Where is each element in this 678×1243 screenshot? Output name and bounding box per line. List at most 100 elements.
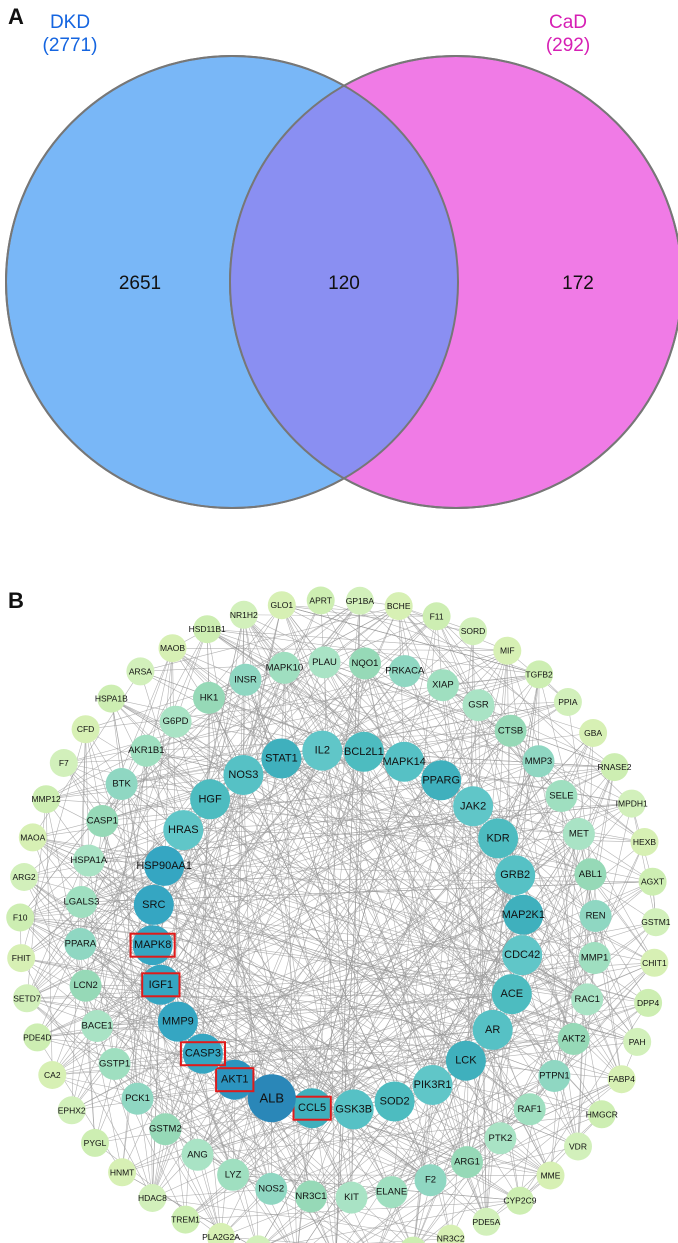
node-circle-hras: [163, 810, 204, 851]
network-edge: [111, 698, 655, 964]
node-lck: LCK: [445, 1040, 486, 1081]
node-pla2g2a: PLA2G2A: [202, 1222, 240, 1243]
node-circle-stat1: [261, 738, 302, 779]
node-ppia: PPIA: [553, 688, 582, 716]
node-circle-hmgcr: [587, 1100, 616, 1129]
node-maob: MAOB: [158, 634, 187, 663]
network-edge: [284, 605, 399, 669]
node-label-nr1h2: NR1H2: [230, 610, 258, 620]
node-circle-ren: [579, 900, 612, 932]
node-circle-ppia: [553, 688, 582, 716]
node-circle-tap1: [245, 1235, 271, 1243]
node-label-arg2: ARG2: [13, 872, 36, 882]
node-circle-gstm1: [641, 908, 670, 937]
node-label-rnase2: RNASE2: [597, 762, 631, 772]
node-btk: BTK: [105, 768, 138, 800]
node-circle-mmp8: [401, 1236, 426, 1243]
node-circle-bace1: [81, 1010, 114, 1042]
node-grb2: GRB2: [495, 855, 536, 896]
node-ace: ACE: [491, 974, 532, 1015]
node-circle-sod2: [374, 1081, 415, 1122]
network-edge: [165, 1129, 222, 1238]
node-f11: F11: [422, 602, 451, 631]
node-label-ptpn1: PTPN1: [539, 1071, 570, 1082]
node-label-casp1: CASP1: [87, 816, 118, 827]
node-label-g6pd: G6PD: [163, 716, 189, 727]
node-circle-lck: [445, 1040, 486, 1081]
node-circle-ca2: [38, 1061, 67, 1089]
node-gstm1: GSTM1: [641, 908, 671, 937]
node-label-nr3c2: NR3C2: [437, 1234, 465, 1243]
node-mapk14: MAPK14: [382, 741, 426, 782]
node-label-cfd: CFD: [77, 724, 94, 734]
node-label-mif: MIF: [500, 646, 515, 656]
node-tap1: TAP1: [245, 1235, 271, 1243]
node-gstm2: GSTM2: [149, 1113, 182, 1146]
node-jak2: JAK2: [453, 786, 494, 827]
node-circle-ace: [491, 974, 532, 1015]
node-label-f2: F2: [425, 1175, 436, 1186]
network-edge: [146, 650, 508, 751]
node-circle-aprt: [306, 586, 335, 615]
node-circle-hexb: [630, 828, 659, 856]
network-edge: [32, 837, 524, 916]
network-edge: [220, 1109, 354, 1238]
node-bcl2l1: BCL2L1: [343, 731, 384, 772]
node-circle-raf1: [513, 1093, 546, 1126]
node-label-xiap: XIAP: [432, 680, 454, 691]
network-edge: [152, 605, 283, 1199]
network-edge: [243, 614, 632, 804]
node-label-insr: INSR: [234, 674, 257, 685]
node-aprt: APRT: [306, 586, 335, 615]
network-edge: [152, 1188, 272, 1199]
node-label-hdac8: HDAC8: [138, 1193, 167, 1203]
network-edge: [21, 957, 493, 1031]
panel-b-label: B: [8, 588, 24, 613]
node-circle-arsa: [126, 657, 155, 686]
node-plau: PLAU: [308, 646, 341, 679]
network-edges: [19, 600, 657, 1243]
node-arsa: ARSA: [126, 657, 155, 686]
node-lcn2: LCN2: [69, 969, 102, 1002]
network-edge: [172, 648, 521, 1201]
node-circle-hk1: [193, 681, 225, 714]
network-edge: [324, 662, 653, 882]
node-label-prkaca: PRKACA: [385, 666, 425, 677]
node-circle-fabp4: [607, 1065, 636, 1094]
node-circle-akt1: [214, 1059, 255, 1100]
node-label-kit: KIT: [344, 1192, 359, 1203]
network-edge: [121, 750, 323, 1173]
node-agxt: AGXT: [638, 867, 667, 896]
node-label-jak2: JAK2: [460, 800, 486, 812]
network-edge: [577, 732, 594, 1147]
node-casp3: CASP3: [179, 1033, 226, 1074]
node-circle-pparg: [421, 760, 462, 801]
node-label-map2k1: MAP2K1: [502, 909, 545, 921]
node-circle-mapk10: [268, 651, 301, 684]
node-label-ppara: PPARA: [65, 939, 97, 950]
node-circle-agxt: [638, 867, 667, 896]
node-lgals3: LGALS3: [63, 886, 99, 918]
network-edge: [121, 704, 479, 785]
node-circle-casp3: [182, 1033, 223, 1074]
node-circle-pah: [623, 1027, 652, 1056]
node-elane: ELANE: [375, 1176, 408, 1209]
node-circle-lcn2: [69, 969, 102, 1002]
node-label-aprt: APRT: [309, 596, 332, 606]
network-edge: [137, 674, 540, 1099]
node-label-hspa1a: HSPA1A: [70, 855, 107, 866]
node-label-ang: ANG: [187, 1149, 208, 1160]
node-label-src: SRC: [142, 899, 165, 911]
node-casp1: CASP1: [86, 805, 119, 837]
node-cdc42: CDC42: [502, 935, 543, 976]
node-circle-ctsb: [494, 714, 527, 747]
network-edge: [32, 837, 579, 1147]
intersection-region: [230, 56, 458, 508]
node-circle-mmp1: [578, 942, 611, 974]
network-edge: [160, 663, 366, 985]
node-alb: ALB: [247, 1074, 296, 1123]
network-edge: [243, 774, 259, 1243]
node-circle-pla2g2a: [207, 1222, 235, 1243]
network-edge: [71, 874, 516, 1111]
node-circle-cfd: [71, 715, 100, 744]
